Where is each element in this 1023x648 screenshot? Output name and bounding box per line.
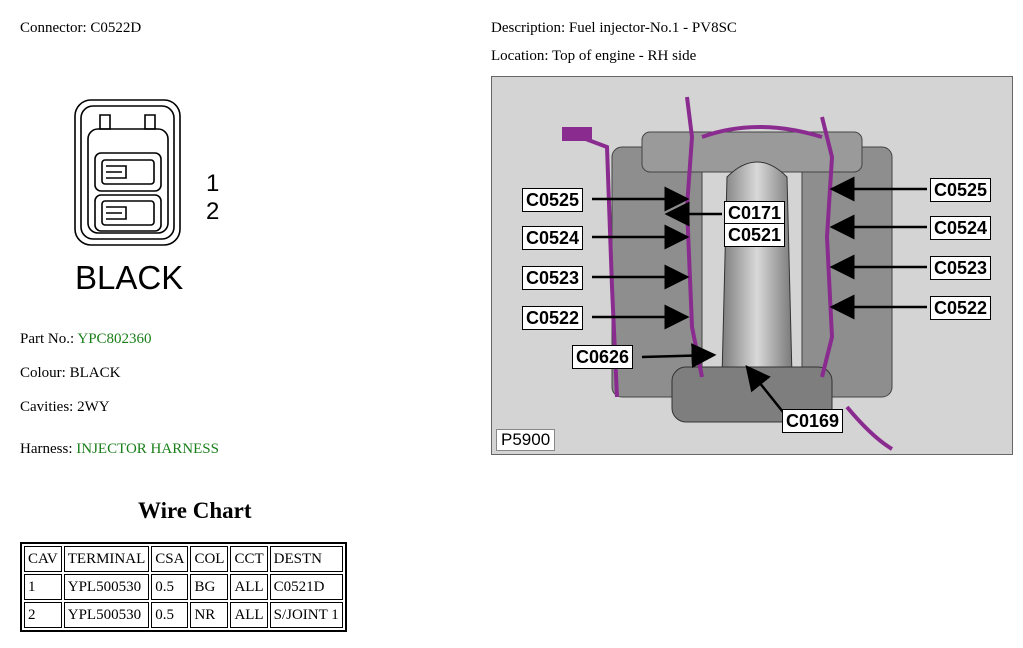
pin-number-2: 2 xyxy=(206,198,219,225)
engine-location-illustration: C0525 C0524 C0523 C0522 C0626 C0171 C052… xyxy=(491,76,1013,455)
callout-left-2: C0524 xyxy=(522,226,584,250)
header-destn: DESTN xyxy=(269,546,343,572)
cavities-line: Cavities: 2WY xyxy=(20,399,110,416)
part-number-label: Part No.: xyxy=(20,331,75,347)
colour-value: BLACK xyxy=(69,365,121,381)
description-value: Fuel injector-No.1 - PV8SC xyxy=(568,20,737,36)
cell-csa: 0.5 xyxy=(151,574,189,600)
colour-line: Colour: BLACK xyxy=(20,365,120,382)
cell-col: BG xyxy=(190,574,229,600)
callout-center-3: C0169 xyxy=(782,409,844,433)
cavities-label: Cavities: xyxy=(20,399,74,415)
header-cav: CAV xyxy=(24,546,62,572)
harness-label: Harness: xyxy=(20,441,73,457)
wire-chart-title: Wire Chart xyxy=(138,498,252,523)
cell-destn: C0521D xyxy=(269,574,343,600)
wire-chart-table: CAV TERMINAL CSA COL CCT DESTN 1 YPL5005… xyxy=(20,542,347,632)
cell-cct: ALL xyxy=(230,602,268,628)
cell-csa: 0.5 xyxy=(151,602,189,628)
part-number-link[interactable]: YPC802360 xyxy=(77,331,152,347)
connector-id: C0522D xyxy=(90,20,142,36)
cell-col: NR xyxy=(190,602,229,628)
header-cct: CCT xyxy=(230,546,268,572)
location-value: Top of engine - RH side xyxy=(551,48,697,64)
connector-label: Connector: xyxy=(20,20,87,36)
callout-left-1: C0525 xyxy=(522,188,584,212)
engine-drawing xyxy=(492,77,1012,454)
figure-id-label: P5900 xyxy=(496,429,556,451)
pin-number-1: 1 xyxy=(206,170,219,197)
cell-cav: 2 xyxy=(24,602,62,628)
colour-label: Colour: xyxy=(20,365,66,381)
callout-right-1: C0525 xyxy=(930,178,992,202)
description-label: Description: xyxy=(491,20,566,36)
connector-face-drawing: 1 2 BLACK xyxy=(74,99,219,296)
harness-line: Harness: INJECTOR HARNESS xyxy=(20,441,219,458)
callout-right-3: C0523 xyxy=(930,256,992,280)
callout-left-5: C0626 xyxy=(572,345,634,369)
table-row: 1 YPL500530 0.5 BG ALL C0521D xyxy=(24,574,343,600)
callout-left-4: C0522 xyxy=(522,306,584,330)
cell-terminal: YPL500530 xyxy=(63,602,150,628)
part-number-line: Part No.: YPC802360 xyxy=(20,331,152,348)
cell-destn: S/JOINT 1 xyxy=(269,602,343,628)
table-row: 2 YPL500530 0.5 NR ALL S/JOINT 1 xyxy=(24,602,343,628)
callout-right-4: C0522 xyxy=(930,296,992,320)
callout-right-2: C0524 xyxy=(930,216,992,240)
cavities-value: 2WY xyxy=(77,399,110,415)
wire-chart-header-row: CAV TERMINAL CSA COL CCT DESTN xyxy=(24,546,343,572)
header-col: COL xyxy=(190,546,229,572)
cell-cct: ALL xyxy=(230,574,268,600)
harness-link[interactable]: INJECTOR HARNESS xyxy=(76,441,219,457)
callout-center-1: C0171 xyxy=(724,201,786,225)
header-terminal: TERMINAL xyxy=(63,546,150,572)
callout-left-3: C0523 xyxy=(522,266,584,290)
location-line: Location: Top of engine - RH side xyxy=(491,48,696,65)
callout-center-2: C0521 xyxy=(724,223,786,247)
connector-line: Connector: C0522D xyxy=(20,20,141,37)
location-label: Location: xyxy=(491,48,549,64)
description-line: Description: Fuel injector-No.1 - PV8SC xyxy=(491,20,737,37)
cell-terminal: YPL500530 xyxy=(63,574,150,600)
drawing-colour-label: BLACK xyxy=(75,259,183,296)
cell-cav: 1 xyxy=(24,574,62,600)
header-csa: CSA xyxy=(151,546,189,572)
